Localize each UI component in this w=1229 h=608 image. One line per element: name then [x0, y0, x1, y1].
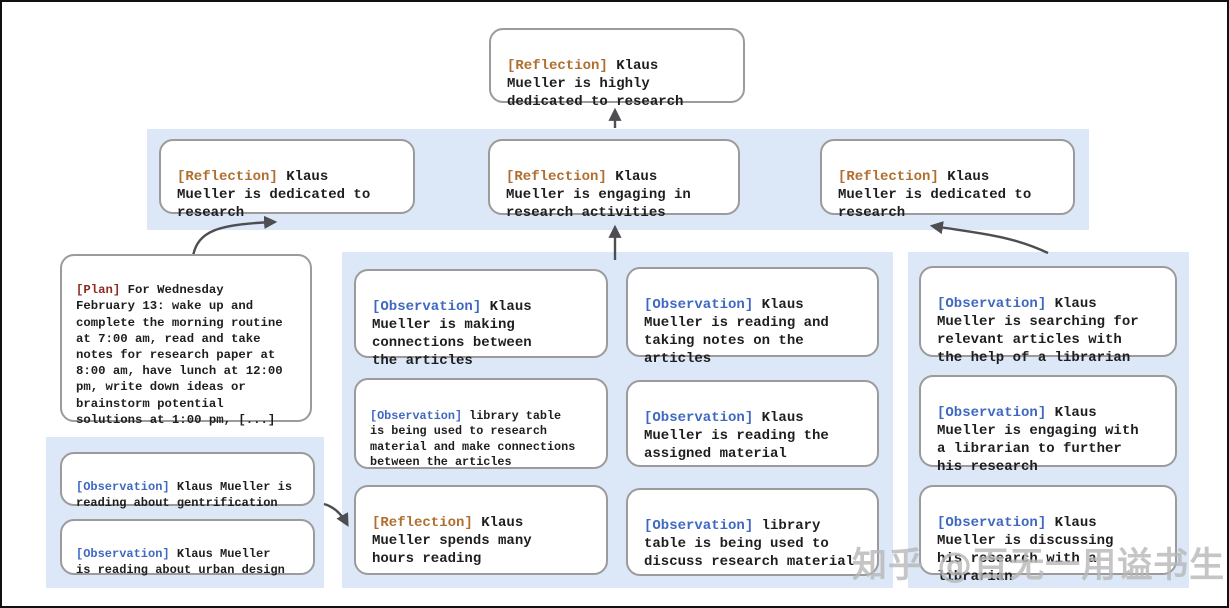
node-top-reflection: [Reflection] Klaus Mueller is highly ded… — [489, 28, 745, 110]
node-observation-discussing-research: [Observation] Klaus Mueller is discussin… — [919, 485, 1177, 585]
node-tag: [Observation] — [937, 515, 1047, 531]
node-tag: [Observation] — [644, 297, 754, 313]
node-text: For Wednesday February 13: wake up and c… — [76, 283, 283, 427]
node-tag: [Observation] — [644, 410, 754, 426]
node-tag: [Reflection] — [177, 169, 278, 185]
node-observation-making-connections: [Observation] Klaus Mueller is making co… — [354, 269, 608, 369]
node-text: Klaus Mueller is making connections betw… — [372, 299, 532, 369]
node-observation-library-table-discuss: [Observation] library table is being use… — [626, 488, 879, 576]
node-reflection-hours-reading: [Reflection] Klaus Mueller spends many h… — [354, 485, 608, 575]
node-text: Klaus Mueller is searching for relevant … — [937, 296, 1139, 366]
node-tag: [Observation] — [372, 299, 482, 315]
node-reflection-dedicated-left: [Reflection] Klaus Mueller is dedicated … — [159, 139, 415, 221]
node-text: library table is being used to research … — [370, 408, 576, 470]
arrow-right-group-to-right-reflection-icon — [929, 221, 1049, 255]
node-text: Klaus Mueller is reading and taking note… — [644, 297, 829, 367]
node-tag: [Observation] — [76, 547, 170, 561]
node-tag: [Reflection] — [506, 169, 607, 185]
node-tag: [Reflection] — [507, 58, 608, 74]
node-observation-gentrification: [Observation] Klaus Mueller is reading a… — [60, 452, 315, 510]
node-reflection-dedicated-right: [Reflection] Klaus Mueller is dedicated … — [820, 139, 1075, 221]
node-tag: [Observation] — [937, 296, 1047, 312]
node-tag: [Observation] — [76, 480, 170, 494]
node-observation-taking-notes: [Observation] Klaus Mueller is reading a… — [626, 267, 879, 367]
node-observation-engaging-librarian: [Observation] Klaus Mueller is engaging … — [919, 375, 1177, 475]
node-tag: [Observation] — [644, 518, 754, 534]
node-text: Klaus Mueller spends many hours reading — [372, 515, 532, 567]
node-observation-assigned-material: [Observation] Klaus Mueller is reading t… — [626, 380, 879, 467]
node-text: Klaus Mueller is dedicated to research — [838, 169, 1032, 221]
node-tag: [Reflection] — [372, 515, 473, 531]
node-text: Klaus Mueller is reading about gentrific… — [76, 480, 293, 510]
node-observation-searching-articles: [Observation] Klaus Mueller is searching… — [919, 266, 1177, 366]
node-tag: [Reflection] — [838, 169, 939, 185]
node-text: Klaus Mueller is engaging in research ac… — [506, 169, 691, 221]
node-text: Klaus Mueller is reading about urban des… — [76, 547, 285, 577]
node-observation-library-table-research: [Observation] library table is being use… — [354, 378, 608, 469]
node-text: Klaus Mueller is dedicated to research — [177, 169, 371, 221]
node-plan-wednesday: [Plan] For Wednesday February 13: wake u… — [60, 254, 312, 427]
zhihu-watermark: 知乎 @百无一用谥书生 — [852, 546, 1226, 586]
node-tag: [Observation] — [370, 408, 463, 423]
node-text: Klaus Mueller is highly dedicated to res… — [507, 58, 684, 110]
node-tag: [Plan] — [76, 283, 121, 298]
node-text: Klaus Mueller is discussing his research… — [937, 515, 1114, 585]
node-reflection-engaging: [Reflection] Klaus Mueller is engaging i… — [488, 139, 740, 221]
node-observation-urban-design: [Observation] Klaus Mueller is reading a… — [60, 519, 315, 577]
node-text: library table is being used to discuss r… — [644, 518, 855, 570]
node-text: Klaus Mueller is reading the assigned ma… — [644, 410, 829, 462]
node-tag: [Observation] — [937, 405, 1047, 421]
node-text: Klaus Mueller is engaging with a librari… — [937, 405, 1139, 475]
